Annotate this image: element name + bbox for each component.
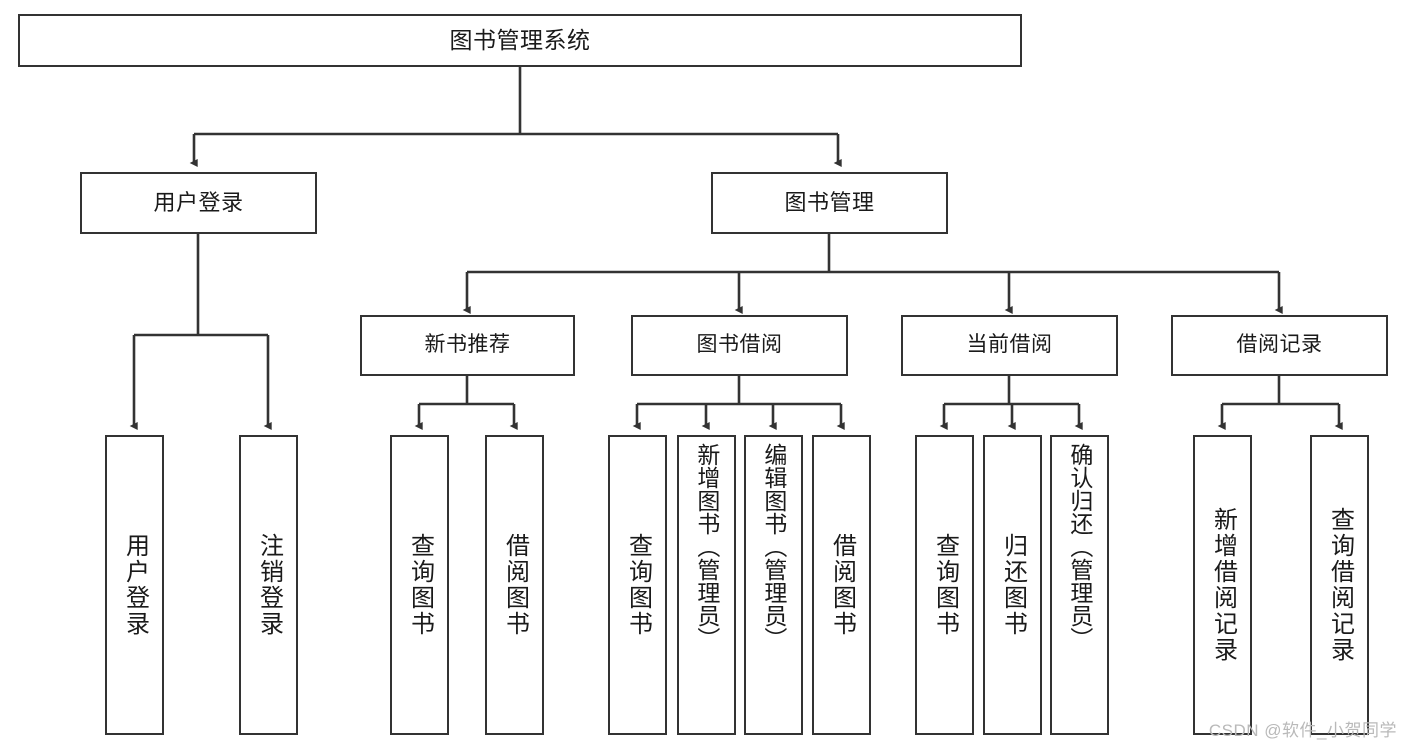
leaf-borrow-add-book-label: 新增图书（管理员） xyxy=(693,443,720,650)
leaf-new-book-query-book-label: 查询图书 xyxy=(406,533,434,637)
leaf-record-query-record-label: 查询借阅记录 xyxy=(1326,507,1354,663)
leaf-user-login-login-label: 用户登录 xyxy=(121,533,149,637)
leaf-new-book-borrow-book[interactable]: 借阅图书 xyxy=(485,435,544,735)
csdn-watermark: CSDN @软件_小贺同学 xyxy=(1208,721,1397,740)
leaf-borrow-edit-book-label: 编辑图书（管理员） xyxy=(760,443,787,650)
leaf-current-query-book[interactable]: 查询图书 xyxy=(915,435,974,735)
leaf-borrow-query-book[interactable]: 查询图书 xyxy=(608,435,667,735)
leaf-current-return-book[interactable]: 归还图书 xyxy=(983,435,1042,735)
leaf-new-book-borrow-book-label: 借阅图书 xyxy=(501,533,529,637)
leaf-current-confirm-return-label: 确认归还（管理员） xyxy=(1066,443,1093,650)
node-current-borrow-label: 当前借阅 xyxy=(966,333,1053,357)
node-book-management[interactable]: 图书管理 xyxy=(711,172,948,234)
leaf-borrow-borrow-book[interactable]: 借阅图书 xyxy=(812,435,871,735)
leaf-current-query-book-label: 查询图书 xyxy=(931,533,959,637)
leaf-record-query-record[interactable]: 查询借阅记录 xyxy=(1310,435,1369,735)
leaf-borrow-edit-book[interactable]: 编辑图书（管理员） xyxy=(744,435,803,735)
leaf-borrow-query-book-label: 查询图书 xyxy=(624,533,652,637)
leaf-current-confirm-return[interactable]: 确认归还（管理员） xyxy=(1050,435,1109,735)
node-root-system[interactable]: 图书管理系统 xyxy=(18,14,1022,67)
leaf-borrow-borrow-book-label: 借阅图书 xyxy=(828,533,856,637)
node-new-book-recommend[interactable]: 新书推荐 xyxy=(360,315,575,376)
node-book-management-label: 图书管理 xyxy=(784,190,875,216)
node-new-book-recommend-label: 新书推荐 xyxy=(424,333,511,357)
leaf-current-return-book-label: 归还图书 xyxy=(999,533,1027,637)
leaf-borrow-add-book[interactable]: 新增图书（管理员） xyxy=(677,435,736,735)
leaf-new-book-query-book[interactable]: 查询图书 xyxy=(390,435,449,735)
leaf-user-login-logout-label: 注销登录 xyxy=(255,533,283,637)
leaf-record-add-record[interactable]: 新增借阅记录 xyxy=(1193,435,1252,735)
node-borrow-record[interactable]: 借阅记录 xyxy=(1171,315,1388,376)
leaf-user-login-login[interactable]: 用户登录 xyxy=(105,435,164,735)
leaf-user-login-logout[interactable]: 注销登录 xyxy=(239,435,298,735)
node-root-system-label: 图书管理系统 xyxy=(449,26,591,53)
node-borrow-record-label: 借阅记录 xyxy=(1236,333,1323,357)
node-book-borrow-label: 图书借阅 xyxy=(696,333,783,357)
leaf-record-add-record-label: 新增借阅记录 xyxy=(1209,507,1237,663)
node-current-borrow[interactable]: 当前借阅 xyxy=(901,315,1118,376)
node-user-login[interactable]: 用户登录 xyxy=(80,172,317,234)
node-user-login-label: 用户登录 xyxy=(153,190,244,216)
node-book-borrow[interactable]: 图书借阅 xyxy=(631,315,848,376)
